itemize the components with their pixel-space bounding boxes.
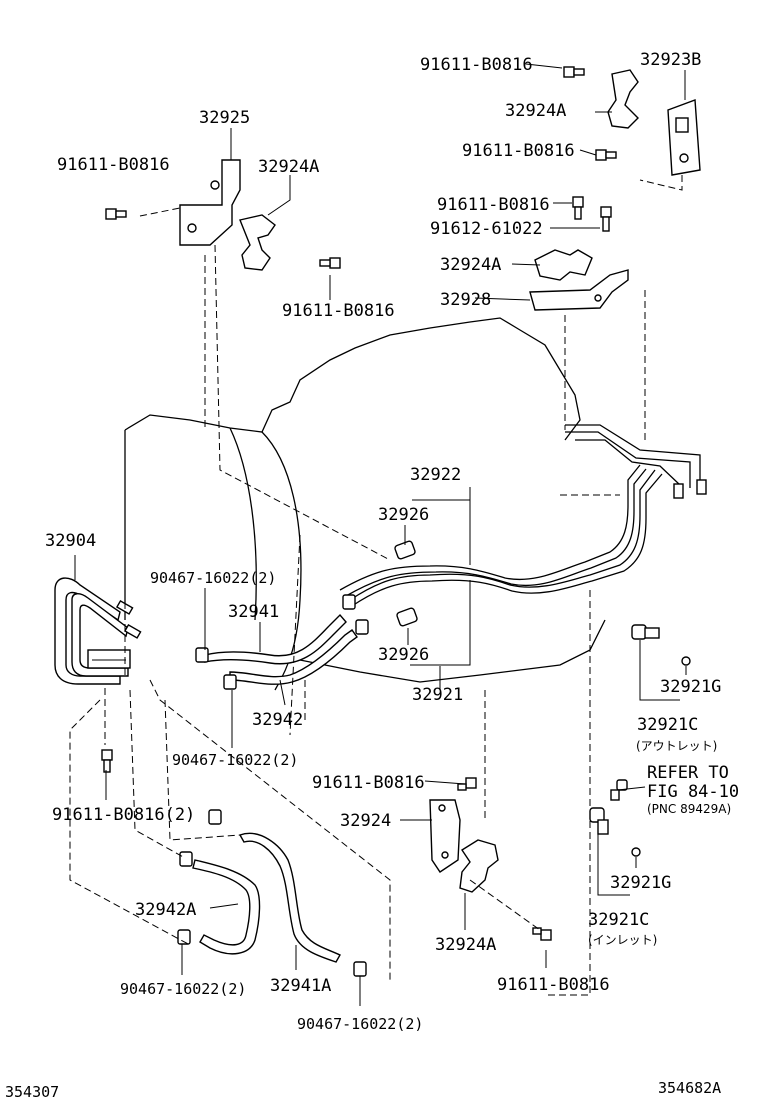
label-clamp-32924a-top-left: 32924A	[258, 157, 319, 177]
label-tube-32922: 32922	[410, 465, 461, 485]
sleeve-top[interactable]	[394, 540, 416, 560]
label-sleeve-top: 32926	[378, 505, 429, 525]
clamp-32924a-top-left[interactable]	[239, 214, 276, 271]
cooler-tubes[interactable]	[339, 424, 701, 607]
bracket-32924[interactable]	[429, 799, 461, 873]
label-refer-line2: FIG 84-10	[647, 782, 739, 802]
lower-clips[interactable]	[177, 809, 367, 977]
label-tube-32921: 32921	[412, 685, 463, 705]
union-inlet[interactable]	[589, 807, 609, 835]
label-hose-32941a: 32941A	[270, 976, 331, 996]
bracket-32923b[interactable]	[667, 99, 701, 176]
label-hose-32942a: 32942A	[135, 900, 196, 920]
label-clip-bottom-left: 90467-16022(2)	[120, 980, 246, 998]
hose-32942[interactable]	[229, 629, 358, 685]
transmission-outline	[124, 317, 606, 691]
label-union-outlet: 32921C	[637, 715, 698, 735]
label-clamp-32924a-top-right: 32924A	[505, 101, 566, 121]
label-cooler-32904: 32904	[45, 531, 96, 551]
clip-parts[interactable]	[195, 594, 369, 690]
gasket-outlet[interactable]	[681, 656, 691, 666]
label-clamp-32924a-mid: 32924A	[440, 255, 501, 275]
label-bracket-32925: 32925	[199, 108, 250, 128]
figure-number-right: 354682A	[658, 1079, 721, 1097]
label-bolt-mid-1: 91611-B0816	[437, 195, 550, 215]
label-hose-32942: 32942	[252, 710, 303, 730]
label-bolt-top-left: 91611-B0816	[57, 155, 170, 175]
label-bolt-lower-mid: 91611-B0816	[312, 773, 425, 793]
label-union-inlet-note: (インレット)	[588, 933, 657, 947]
label-bracket-32928: 32928	[440, 290, 491, 310]
bracket-32925[interactable]	[179, 159, 241, 246]
label-hose-32941: 32941	[228, 602, 279, 622]
union-outlet[interactable]	[631, 624, 660, 640]
label-clip-upper: 90467-16022(2)	[150, 569, 276, 587]
label-bolt-cooler: 91611-B0816(2)	[52, 805, 195, 825]
part-labels: 91611-B0816 32923B 32924A 91611-B0816 32…	[5, 50, 739, 1101]
gasket-inlet[interactable]	[631, 847, 641, 857]
label-bolt-top-right-1: 91611-B0816	[420, 55, 533, 75]
label-bolt-top-left-2: 91611-B0816	[282, 301, 395, 321]
bracket-32928[interactable]	[529, 269, 629, 311]
label-gasket-inlet: 32921G	[610, 873, 671, 893]
hose-32942a[interactable]	[192, 859, 261, 955]
figure-number-left: 354307	[5, 1083, 59, 1101]
sleeve-bottom[interactable]	[396, 607, 418, 627]
label-clamp-32924a-lower: 32924A	[435, 935, 496, 955]
label-gasket-outlet: 32921G	[660, 677, 721, 697]
clamp-32924a-mid[interactable]	[534, 249, 593, 281]
label-refer-line1: REFER TO	[647, 763, 729, 783]
label-bracket-32924: 32924	[340, 811, 391, 831]
label-bolt-lower-right: 91611-B0816	[497, 975, 610, 995]
hose-32941[interactable]	[204, 613, 347, 665]
label-sleeve-bottom: 32926	[378, 645, 429, 665]
tube-end-fittings[interactable]	[673, 479, 707, 499]
leader-lines	[74, 63, 687, 1006]
label-refer-line3: (PNC 89429A)	[647, 802, 731, 816]
oil-cooler[interactable]	[54, 577, 142, 685]
label-union-outlet-note: (アウトレット)	[636, 739, 717, 753]
clamp-32924a-top-right[interactable]	[607, 69, 639, 129]
assembly-lines	[69, 175, 683, 996]
label-union-inlet: 32921C	[588, 910, 649, 930]
label-bolt-top-right-2: 91611-B0816	[462, 141, 575, 161]
label-bolt-mid-2: 91612-61022	[430, 219, 543, 239]
label-clip-lower: 90467-16022(2)	[172, 751, 298, 769]
label-bracket-32923b: 32923B	[640, 50, 701, 70]
hose-32941a[interactable]	[238, 832, 341, 963]
bolts[interactable]	[101, 66, 617, 941]
clamp-32924a-lower[interactable]	[459, 839, 499, 893]
label-clip-bottom-mid: 90467-16022(2)	[297, 1015, 423, 1033]
